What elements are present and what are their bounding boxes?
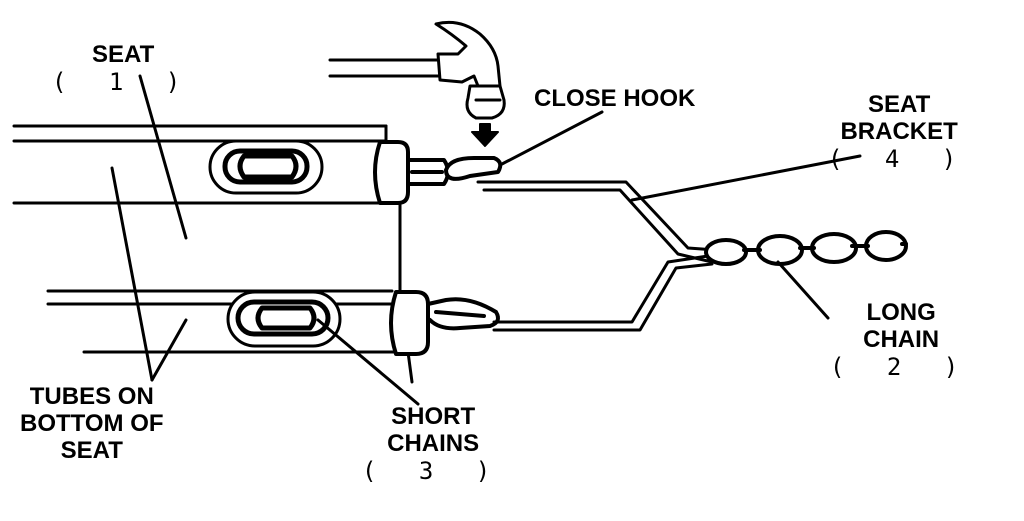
leader-lines bbox=[110, 74, 862, 406]
arrow-down-icon bbox=[471, 123, 499, 147]
long-chain-label-line1: LONG bbox=[866, 299, 936, 326]
seat-bracket-label-number: ( 4 ) bbox=[828, 144, 971, 173]
seat-bracket-label: SEAT BRACKET ( 4 ) bbox=[828, 91, 971, 173]
seat-bracket-label-line1: SEAT bbox=[868, 91, 931, 118]
hammer-icon bbox=[328, 20, 506, 120]
short-chain-upper bbox=[406, 156, 503, 186]
long-chain-label-line2: CHAIN bbox=[863, 325, 940, 353]
long-chain bbox=[704, 230, 908, 266]
short-chains-label-number: ( 3 ) bbox=[362, 456, 505, 485]
seat-label: SEAT ( 1 ) bbox=[52, 41, 195, 96]
short-chains-label: SHORT CHAINS ( 3 ) bbox=[362, 403, 505, 485]
tubes-label-line3: SEAT bbox=[60, 436, 123, 464]
long-chain-label-number: ( 2 ) bbox=[830, 352, 973, 381]
short-chain-lower bbox=[426, 297, 500, 331]
seat-bracket-label-line2: BRACKET bbox=[840, 117, 958, 145]
seat-body bbox=[12, 124, 414, 384]
seat-label-name: SEAT bbox=[92, 41, 155, 68]
long-chain-label: LONG CHAIN ( 2 ) bbox=[830, 299, 973, 381]
tubes-label: TUBES ON BOTTOM OF SEAT bbox=[20, 383, 164, 465]
lower-tube bbox=[226, 290, 430, 356]
short-chains-label-line2: CHAINS bbox=[387, 429, 480, 457]
close-hook-label: CLOSE HOOK bbox=[534, 85, 696, 112]
upper-tube bbox=[208, 139, 410, 205]
seat-label-number: ( 1 ) bbox=[52, 67, 195, 96]
tubes-label-line2: BOTTOM OF bbox=[20, 409, 164, 437]
tubes-label-line1: TUBES ON bbox=[29, 383, 154, 410]
seat-bracket bbox=[476, 180, 718, 332]
short-chains-label-line1: SHORT bbox=[391, 403, 476, 430]
